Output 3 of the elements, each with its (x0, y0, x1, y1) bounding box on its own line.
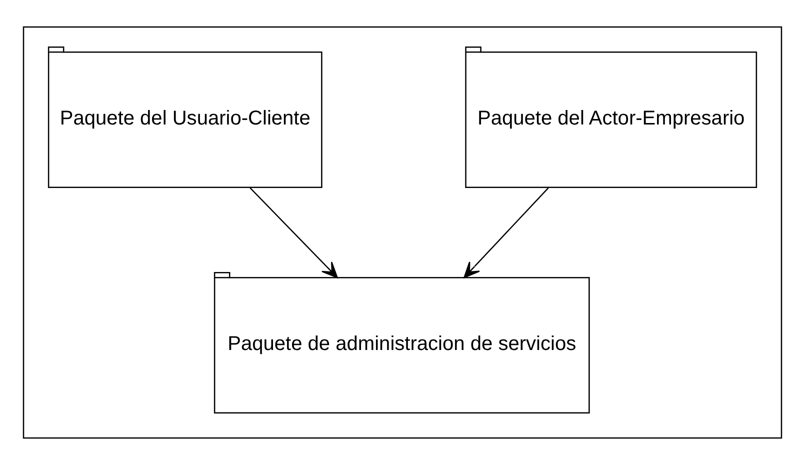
arrow (464, 186, 549, 278)
arrow (250, 186, 338, 278)
cluster (22, 26, 782, 438)
